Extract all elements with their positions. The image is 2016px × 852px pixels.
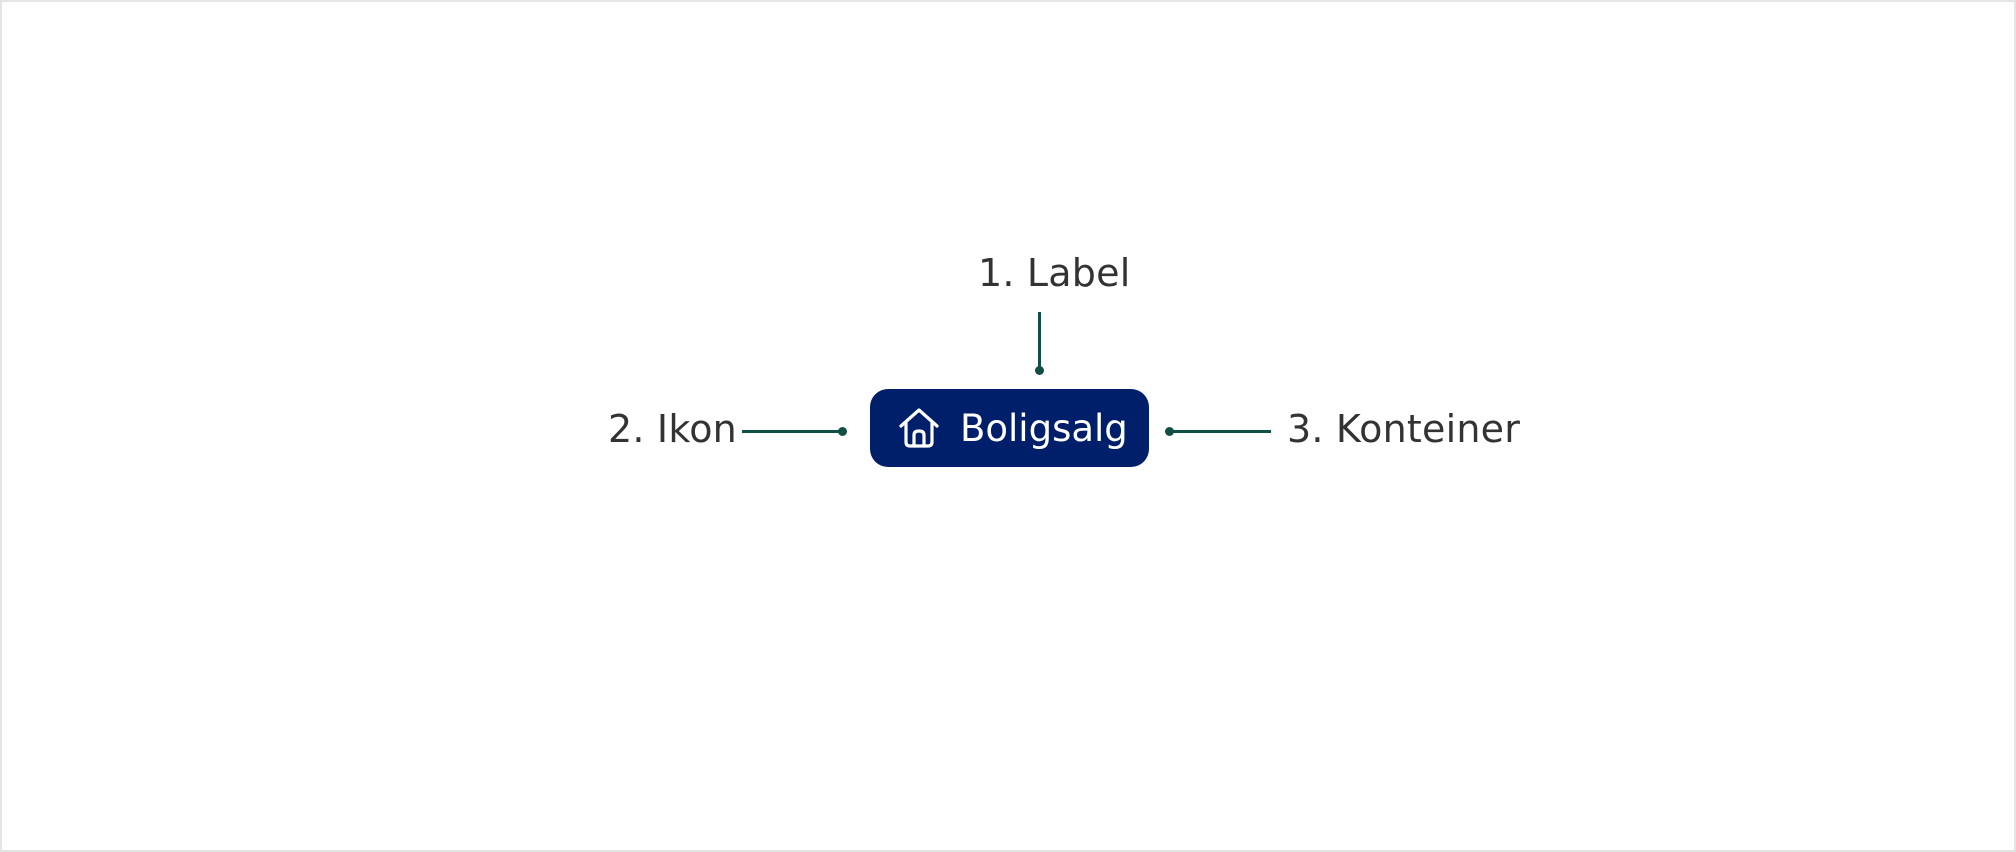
house-icon — [898, 407, 940, 449]
connector-label-dot — [1035, 366, 1044, 375]
connector-container-dot — [1165, 427, 1174, 436]
chip-label: Boligsalg — [960, 406, 1128, 450]
connector-icon-line — [742, 430, 842, 433]
connector-label-line — [1038, 312, 1041, 370]
connector-container-line — [1170, 430, 1271, 433]
connector-icon-dot — [838, 427, 847, 436]
annotation-container: 3. Konteiner — [1287, 407, 1521, 451]
boligsalg-chip[interactable]: Boligsalg — [870, 389, 1149, 467]
annotation-icon: 2. Ikon — [608, 407, 737, 451]
annotation-label: 1. Label — [978, 251, 1131, 295]
